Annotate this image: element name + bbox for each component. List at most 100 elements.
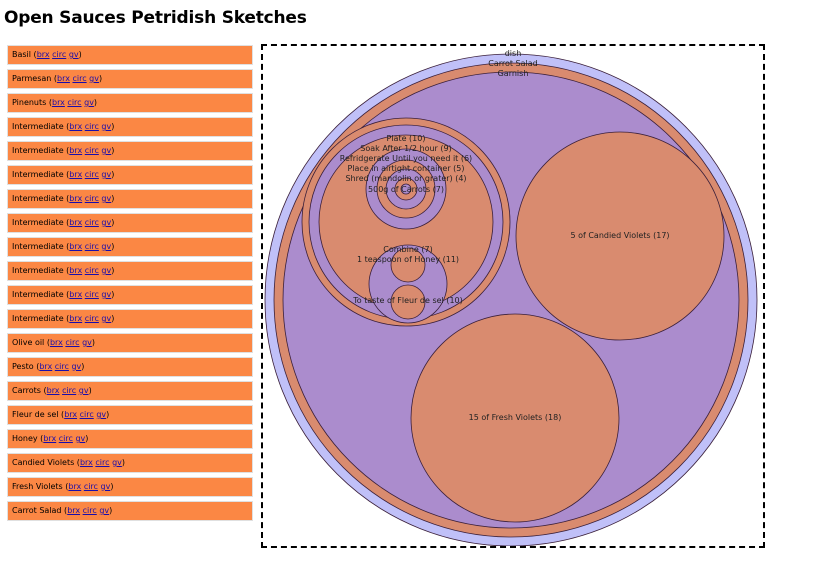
brx-link[interactable]: brx xyxy=(51,98,65,107)
fleur-circle xyxy=(390,284,426,320)
brx-link[interactable]: brx xyxy=(69,314,83,323)
recipe-item-name: Intermediate xyxy=(12,170,64,179)
recipe-item: Carrot Salad (brx circ gv) xyxy=(7,501,253,521)
shred-label: Shred (mandolin or grater) (4) xyxy=(345,174,466,183)
candied-violets-circle xyxy=(515,131,725,341)
gv-link[interactable]: gv xyxy=(101,242,112,251)
brx-link[interactable]: brx xyxy=(64,410,78,419)
recipe-list: Basil (brx circ gv)Parmesan (brx circ gv… xyxy=(7,45,253,525)
recipe-item: Intermediate (brx circ gv) xyxy=(7,261,253,281)
circ-link[interactable]: circ xyxy=(79,410,94,419)
recipe-item: Intermediate (brx circ gv) xyxy=(7,237,253,257)
recipe-item: Honey (brx circ gv) xyxy=(7,429,253,449)
gv-link[interactable]: gv xyxy=(84,98,94,107)
circ-link[interactable]: circ xyxy=(67,98,82,107)
gv-link[interactable]: gv xyxy=(82,338,92,347)
garnish-label: Garnish xyxy=(498,69,529,78)
brx-link[interactable]: brx xyxy=(36,50,50,59)
gv-link[interactable]: gv xyxy=(99,506,110,515)
recipe-item-name: Honey xyxy=(12,434,38,443)
recipe-item-name: Pinenuts xyxy=(12,98,47,107)
recipe-item: Pesto (brx circ gv) xyxy=(7,357,253,377)
gv-link[interactable]: gv xyxy=(101,218,112,227)
brx-link[interactable]: brx xyxy=(69,170,83,179)
brx-link[interactable]: brx xyxy=(69,146,83,155)
brx-link[interactable]: brx xyxy=(69,242,83,251)
brx-link[interactable]: brx xyxy=(69,218,83,227)
brx-link[interactable]: brx xyxy=(43,434,57,443)
honey-circle xyxy=(390,247,426,283)
gv-link[interactable]: gv xyxy=(101,146,112,155)
gv-link[interactable]: gv xyxy=(96,410,107,419)
plate-label: Plate (10) xyxy=(387,134,426,143)
circ-link[interactable]: circ xyxy=(84,122,99,131)
candied-violets-label: 5 of Candied Violets (17) xyxy=(570,231,669,240)
circ-link[interactable]: circ xyxy=(84,194,99,203)
gv-link[interactable]: gv xyxy=(101,194,112,203)
circ-link[interactable]: circ xyxy=(58,434,73,443)
gv-link[interactable]: gv xyxy=(101,290,112,299)
circ-link[interactable]: circ xyxy=(95,458,110,467)
gv-link[interactable]: gv xyxy=(101,314,112,323)
circ-link[interactable]: circ xyxy=(84,266,99,275)
gv-link[interactable]: gv xyxy=(78,386,89,395)
circ-link[interactable]: circ xyxy=(52,50,67,59)
circ-link[interactable]: circ xyxy=(84,314,99,323)
gv-link[interactable]: gv xyxy=(112,458,122,467)
brx-link[interactable]: brx xyxy=(46,386,60,395)
recipe-item: Carrots (brx circ gv) xyxy=(7,381,253,401)
brx-link[interactable]: brx xyxy=(39,362,53,371)
circ-link[interactable]: circ xyxy=(84,218,99,227)
recipe-item-name: Intermediate xyxy=(12,218,64,227)
fleur-label: To taste of Fleur de sel (10) xyxy=(352,296,463,305)
gv-link[interactable]: gv xyxy=(101,266,112,275)
circ-link[interactable]: circ xyxy=(83,482,98,491)
gv-link[interactable]: gv xyxy=(100,482,111,491)
recipe-item: Intermediate (brx circ gv) xyxy=(7,165,253,185)
recipe-item: Intermediate (brx circ gv) xyxy=(7,117,253,137)
circ-link[interactable]: circ xyxy=(82,506,97,515)
gv-link[interactable]: gv xyxy=(101,170,112,179)
recipe-item: Fleur de sel (brx circ gv) xyxy=(7,405,253,425)
recipe-item-name: Intermediate xyxy=(12,146,64,155)
brx-link[interactable]: brx xyxy=(49,338,63,347)
recipe-item-name: Olive oil xyxy=(12,338,45,347)
recipe-item-name: Intermediate xyxy=(12,290,64,299)
recipe-item: Fresh Violets (brx circ gv) xyxy=(7,477,253,497)
circ-link[interactable]: circ xyxy=(84,290,99,299)
fresh-violets-label: 15 of Fresh Violets (18) xyxy=(469,413,562,422)
brx-link[interactable]: brx xyxy=(79,458,93,467)
brx-link[interactable]: brx xyxy=(68,482,82,491)
brx-link[interactable]: brx xyxy=(57,74,70,83)
petri-dish-diagram: dish Carrot Salad Garnish Plate (10) Soa… xyxy=(264,49,758,546)
recipe-item: Intermediate (brx circ gv) xyxy=(7,213,253,233)
circ-link[interactable]: circ xyxy=(65,338,80,347)
brx-link[interactable]: brx xyxy=(69,122,83,131)
soak-label: Soak After 1/2 hour (9) xyxy=(360,144,451,153)
recipe-item: Basil (brx circ gv) xyxy=(7,45,253,65)
brx-link[interactable]: brx xyxy=(69,290,83,299)
recipe-item: Olive oil (brx circ gv) xyxy=(7,333,253,353)
circ-link[interactable]: circ xyxy=(84,242,99,251)
carrots-label: 500g of Carrots (7) xyxy=(368,185,444,194)
recipe-item-name: Carrot Salad xyxy=(12,506,62,515)
circ-link[interactable]: circ xyxy=(54,362,69,371)
recipe-item-name: Basil xyxy=(12,50,32,59)
brx-link[interactable]: brx xyxy=(69,194,83,203)
circ-link[interactable]: circ xyxy=(62,386,77,395)
petri-dish-canvas: dish Carrot Salad Garnish Plate (10) Soa… xyxy=(261,44,765,548)
recipe-item: Pinenuts (brx circ gv) xyxy=(7,93,253,113)
brx-link[interactable]: brx xyxy=(67,506,81,515)
recipe-item-name: Fleur de sel xyxy=(12,410,59,419)
gv-link[interactable]: gv xyxy=(68,50,79,59)
recipe-item-name: Fresh Violets xyxy=(12,482,63,491)
gv-link[interactable]: gv xyxy=(101,122,112,131)
gv-link[interactable]: gv xyxy=(75,434,86,443)
circ-link[interactable]: circ xyxy=(84,146,99,155)
circ-link[interactable]: circ xyxy=(72,74,87,83)
recipe-item-name: Pesto xyxy=(12,362,34,371)
circ-link[interactable]: circ xyxy=(84,170,99,179)
brx-link[interactable]: brx xyxy=(69,266,83,275)
gv-link[interactable]: gv xyxy=(71,362,82,371)
gv-link[interactable]: gv xyxy=(89,74,99,83)
